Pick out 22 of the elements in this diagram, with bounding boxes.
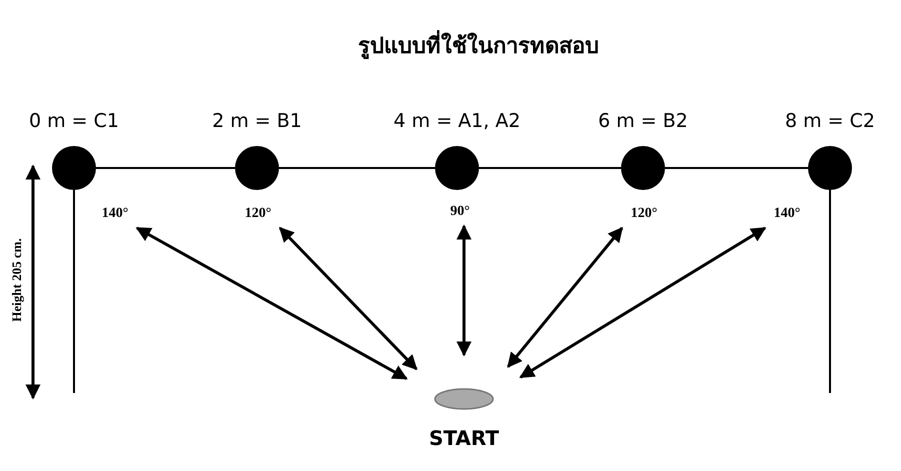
position-label: 4 m = A1, A2 [392,110,522,132]
angle-label: 140° [100,205,130,223]
position-label: 6 m = B2 [597,110,689,132]
position-label: 0 m = C1 [28,110,120,132]
connector-line [96,167,235,169]
title: รูปแบบที่ใช้ในการทดสอบ [0,28,901,63]
double-arrow [506,226,624,368]
start-label: START [428,426,500,450]
double-arrow [278,226,418,370]
angle-label: 90° [449,203,471,221]
connector-line [665,167,808,169]
connector-line [479,167,621,169]
angle-label: 140° [772,205,802,223]
position-label: 8 m = C2 [784,110,876,132]
double-arrow [519,226,766,379]
angle-label: 120° [630,205,658,223]
angle-label: 120° [244,205,272,223]
double-arrow [456,224,472,356]
dimension-label: Height 205 cm. [9,237,25,324]
connector-line [279,167,435,169]
position-label: 2 m = B1 [211,110,303,132]
double-arrow [136,226,408,380]
